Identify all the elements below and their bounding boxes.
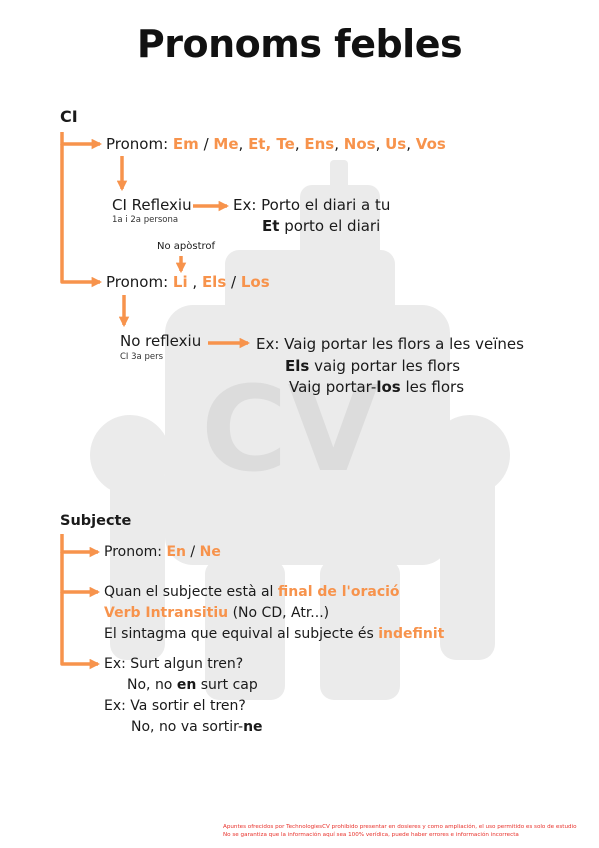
pronoun-em: Em bbox=[172, 135, 199, 153]
reflexiu-ex-bold: Et bbox=[262, 217, 280, 235]
no-reflexiu-ex-bold: Els bbox=[285, 357, 310, 375]
pronoun-los: Los bbox=[240, 273, 270, 291]
ci-pronom2-line: Pronom: Li , Els / Los bbox=[106, 273, 270, 291]
pronoun-et-te: Et, Te bbox=[248, 135, 295, 153]
watermark-text: CV bbox=[201, 360, 379, 498]
subj-arrow-pronom bbox=[60, 534, 101, 558]
pronoun-ens: Ens bbox=[304, 135, 335, 153]
subj-cond2: Verb Intransitiu (No CD, Atr...) bbox=[104, 605, 329, 621]
pronoun-ne: Ne bbox=[199, 544, 221, 560]
subj-ans2-pre: No, no va sortir- bbox=[131, 719, 244, 735]
pronoun-vos: Vos bbox=[415, 135, 446, 153]
no-reflexiu-sub: CI 3a pers bbox=[120, 352, 164, 362]
pronoun-nos: Nos bbox=[343, 135, 376, 153]
footer-line2: No se garantiza que la información aquí … bbox=[223, 832, 519, 838]
subj-ans1-rest: surt cap bbox=[196, 677, 258, 693]
subj-cond1-pre: Quan el subjecte està al bbox=[104, 584, 278, 600]
subj-ans1-bold: en bbox=[176, 677, 197, 693]
subj-cond2-accent: Verb Intransitiu bbox=[104, 605, 229, 621]
separator: / bbox=[198, 135, 214, 153]
subj-ans2-bold: ne bbox=[243, 719, 263, 735]
separator: , bbox=[375, 135, 386, 153]
pronoun-us: Us bbox=[385, 135, 407, 153]
reflexiu-label: CI Reflexiu bbox=[112, 196, 192, 214]
subj-arrow-cond bbox=[60, 552, 101, 598]
no-reflexiu-ex3-pre: Vaig portar- bbox=[289, 378, 377, 396]
subj-cond1: Quan el subjecte està al final de l'orac… bbox=[104, 584, 400, 600]
no-reflexiu-ex-rest: vaig portar les flors bbox=[309, 357, 461, 375]
separator: , bbox=[294, 135, 305, 153]
ci-heading: CI bbox=[60, 107, 78, 126]
subj-ans1-pre: No, no bbox=[127, 677, 177, 693]
apostrof-note: No apòstrof bbox=[157, 241, 216, 252]
separator: , bbox=[187, 273, 202, 291]
separator: , bbox=[238, 135, 249, 153]
pronoun-me: Me bbox=[213, 135, 239, 153]
subj-cond3-accent: indefinit bbox=[378, 626, 445, 642]
subj-cond1-accent: final de l'oració bbox=[277, 584, 400, 600]
page-title: Pronoms febles bbox=[136, 22, 463, 66]
no-reflexiu-ex3-rest: les flors bbox=[400, 378, 465, 396]
pronoun-en: En bbox=[166, 544, 186, 560]
no-reflexiu-ex-line1: Ex: Vaig portar les flors a les veïnes bbox=[256, 335, 524, 353]
subj-ex1: Ex: Surt algun tren? bbox=[104, 656, 244, 672]
no-reflexiu-ex-line2: Els vaig portar les flors bbox=[285, 357, 460, 375]
reflexiu-ex-line1: Ex: Porto el diari a tu bbox=[233, 196, 391, 214]
no-reflexiu-ex3-bold: los bbox=[376, 378, 401, 396]
subj-ex2: Ex: Va sortir el tren? bbox=[104, 698, 246, 714]
ci-arrow-pronom1 bbox=[60, 132, 103, 150]
ci-pronom1-label: Pronom: bbox=[106, 135, 173, 153]
pronoun-li: Li bbox=[172, 273, 188, 291]
separator: , bbox=[334, 135, 344, 153]
reflexiu-ex-line2: Et porto el diari bbox=[262, 217, 380, 235]
reflexiu-ex-rest: porto el diari bbox=[279, 217, 381, 235]
subjecte-heading: Subjecte bbox=[60, 513, 132, 529]
separator: / bbox=[226, 273, 241, 291]
subj-cond2-rest: (No CD, Atr...) bbox=[228, 605, 330, 621]
subj-arrow-ex bbox=[60, 592, 101, 670]
no-reflexiu-ex-line3: Vaig portar-los les flors bbox=[289, 378, 464, 396]
ci-pronom1-line: Pronom: Em / Me, Et, Te, Ens, Nos, Us, V… bbox=[106, 135, 446, 153]
pronoun-els: Els bbox=[201, 273, 227, 291]
subj-pronom-line: Pronom: En / Ne bbox=[104, 544, 221, 560]
no-reflexiu-label: No reflexiu bbox=[120, 332, 202, 350]
ci-arrow-pronom2 bbox=[60, 144, 103, 288]
subj-pronom-label: Pronom: bbox=[104, 544, 167, 560]
footer-line1: Apuntes ofrecidos por TechnologiesCV pro… bbox=[223, 824, 577, 830]
subj-cond3: El sintagma que equival al subjecte és i… bbox=[104, 626, 444, 642]
reflexiu-sub: 1a i 2a persona bbox=[112, 215, 179, 225]
subj-ans1: No, no en surt cap bbox=[127, 677, 258, 693]
ci-pronom2-label: Pronom: bbox=[106, 273, 173, 291]
separator: / bbox=[185, 544, 200, 560]
subj-ans2: No, no va sortir-ne bbox=[131, 719, 263, 735]
separator: , bbox=[406, 135, 416, 153]
subj-cond3-pre: El sintagma que equival al subjecte és bbox=[104, 626, 379, 642]
